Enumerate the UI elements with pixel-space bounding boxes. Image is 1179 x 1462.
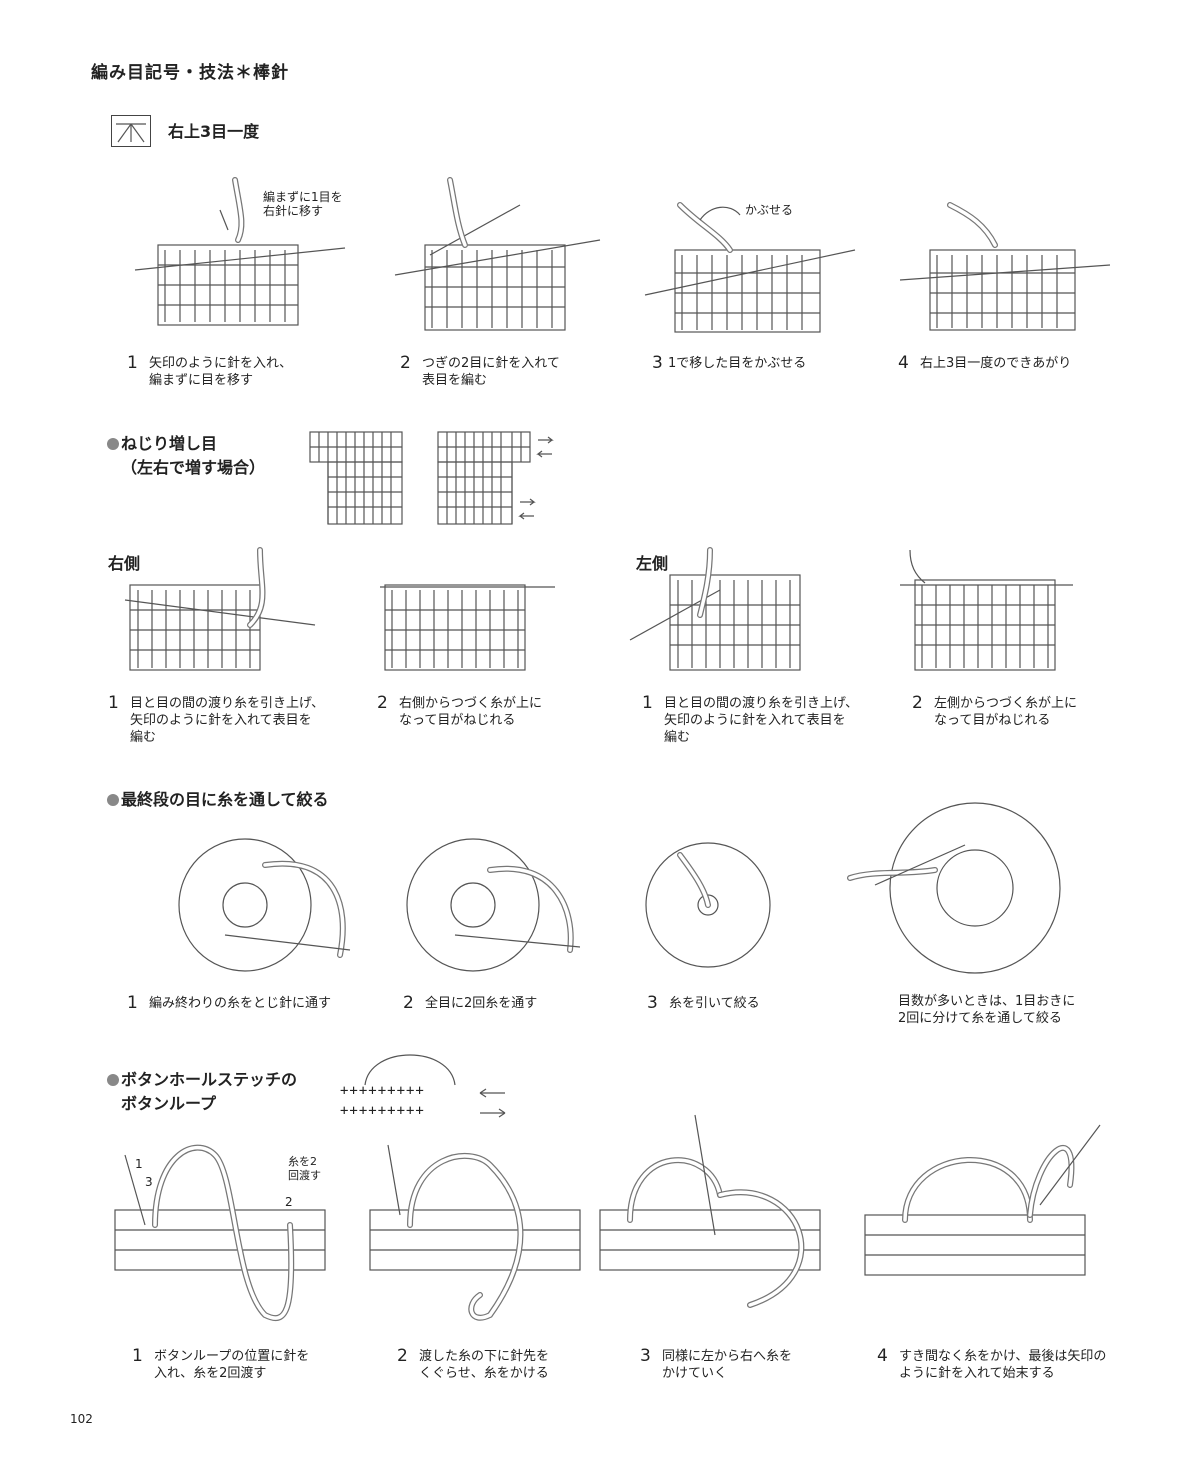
stitch-chart-icon: [309, 431, 554, 527]
s2-step4-caption: 2 左側からつづく糸が上に なって目がねじれる: [912, 695, 1077, 729]
s2-step2-caption: 2 右側からつづく糸が上に なって目がねじれる: [377, 695, 542, 729]
illustration-s4-step1: 1 3 2 糸を2回渡す: [114, 1135, 326, 1335]
page-number: 102: [70, 1412, 93, 1426]
s2-step3-caption: 1 目と目の間の渡り糸を引き上げ、 矢印のように針を入れて表目を 編む: [642, 695, 858, 746]
step-text: 右側からつづく糸が上に なって目がねじれる: [399, 696, 543, 728]
step-text: 矢印のように針を入れ、 編まずに目を移す: [149, 356, 293, 388]
step-number: 4: [877, 1346, 888, 1366]
section3-title: 最終段の目に糸を通して絞る: [107, 788, 329, 812]
s1-step1-caption: 1 矢印のように針を入れ、 編まずに目を移す: [127, 355, 292, 389]
illustration-s3-note: [845, 800, 1065, 975]
step-text: 糸を引いて絞る: [669, 996, 760, 1011]
s2-step1-caption: 1 目と目の間の渡り糸を引き上げ、 矢印のように針を入れて表目を 編む: [108, 695, 324, 746]
step-number: 3: [647, 993, 658, 1013]
s3-step1-caption: 1 編み終わりの糸をとじ針に通す: [127, 995, 331, 1012]
illustration-s1-step4: [895, 195, 1115, 335]
symbol-row-top: +++++++++: [340, 1083, 425, 1099]
section2-title: ねじり増し目 （左右で増す場合）: [107, 432, 265, 480]
illustration-s1-step2: [385, 175, 605, 335]
step-text: すき間なく糸をかけ、最後は矢印の ように針を入れて始末する: [899, 1349, 1107, 1381]
step-number: 1: [127, 353, 138, 373]
bullet-dot-icon: [107, 1074, 119, 1086]
illustration-s2-left-step2: [895, 545, 1075, 675]
step-text: 1で移した目をかぶせる: [668, 356, 807, 371]
s4-step4-caption: 4 すき間なく糸をかけ、最後は矢印の ように針を入れて始末する: [877, 1348, 1106, 1382]
illustration-s1-step3: かぶせる: [640, 195, 860, 340]
illustration-s3-step1: [165, 835, 365, 975]
bullet-dot-icon: [107, 794, 119, 806]
step-text: つぎの2目に針を入れて 表目を編む: [422, 356, 560, 388]
s1-step2-caption: 2 つぎの2目に針を入れて 表目を編む: [400, 355, 560, 389]
illustration-s1-step1: 編まずに1目を 右針に移す: [120, 170, 350, 335]
step-number: 2: [400, 353, 411, 373]
right-side-label: 右側: [108, 554, 141, 573]
left-side-label: 左側: [636, 554, 669, 573]
step-text: 同様に左から右へ糸を かけていく: [662, 1349, 793, 1381]
illustration-s3-step2: [395, 835, 595, 975]
right-top-3-together-symbol-icon: [111, 115, 151, 147]
step-number: 1: [132, 1346, 143, 1366]
step-text: 目数が多いときは、1目おきに 2回に分けて糸を通して絞る: [898, 994, 1076, 1026]
step-text: 渡した糸の下に針先を くぐらせ、糸をかける: [419, 1349, 550, 1381]
section1-title: 右上3目一度: [168, 122, 260, 141]
step-number: 1: [127, 993, 138, 1013]
step-number: 1: [642, 693, 653, 713]
s4-step1-caption: 1 ボタンループの位置に針を 入れ、糸を2回渡す: [132, 1348, 309, 1382]
step-number: 4: [898, 353, 909, 373]
illustration-s4-step4: [860, 1105, 1101, 1315]
mark-2: 2: [285, 1195, 293, 1209]
page-header: 編み目記号・技法＊棒針: [91, 63, 289, 83]
illustration-s4-step2: [369, 1135, 581, 1335]
bullet-dot-icon: [107, 438, 119, 450]
step-number: 1: [108, 693, 119, 713]
s4-step2-caption: 2 渡した糸の下に針先を くぐらせ、糸をかける: [397, 1348, 549, 1382]
step-text: ボタンループの位置に針を 入れ、糸を2回渡す: [154, 1349, 310, 1381]
step-number: 3: [652, 353, 663, 373]
step-number: 2: [403, 993, 414, 1013]
mark-1: 1: [135, 1157, 143, 1171]
illustration-s2-left-step1: [629, 545, 810, 675]
note-cover: かぶせる: [745, 203, 794, 217]
s3-step3-caption: 3 糸を引いて絞る: [647, 995, 760, 1012]
illustration-s4-step3: [599, 1114, 830, 1335]
step-text: 目と目の間の渡り糸を引き上げ、 矢印のように針を入れて表目を 編む: [664, 696, 859, 745]
section4-title: ボタンホールステッチの ボタンループ: [107, 1068, 297, 1116]
s1-step4-caption: 4 右上3目一度のできあがり: [898, 355, 1071, 372]
s3-step2-caption: 2 全目に2回糸を通す: [403, 995, 537, 1012]
step-number: 2: [912, 693, 923, 713]
step-number: 2: [397, 1346, 408, 1366]
step-number: 3: [640, 1346, 651, 1366]
mark-3: 3: [145, 1175, 153, 1189]
illustration-s3-step3: [640, 835, 780, 975]
s4-step3-caption: 3 同様に左から右へ糸を かけていく: [640, 1348, 792, 1382]
step-text: 編み終わりの糸をとじ針に通す: [149, 996, 332, 1011]
illustration-s2-right-step2: [380, 565, 580, 675]
step-text: 右上3目一度のできあがり: [920, 356, 1072, 371]
note-slip: 編まずに1目を 右針に移す: [263, 190, 343, 218]
s3-note-caption: 目数が多いときは、1目おきに 2回に分けて糸を通して絞る: [898, 993, 1075, 1027]
symbol-row-bottom: +++++++++: [340, 1103, 425, 1119]
buttonhole-chart-icon: +++++++++ +++++++++: [340, 1045, 510, 1125]
step-number: 2: [377, 693, 388, 713]
illustration-s2-right-step1: [120, 545, 320, 675]
note-twice: 糸を2回渡す: [288, 1155, 321, 1182]
step-text: 全目に2回糸を通す: [425, 996, 538, 1011]
step-text: 目と目の間の渡り糸を引き上げ、 矢印のように針を入れて表目を 編む: [130, 696, 325, 745]
step-text: 左側からつづく糸が上に なって目がねじれる: [934, 696, 1078, 728]
s1-step3-caption: 3 1で移した目をかぶせる: [652, 355, 806, 372]
